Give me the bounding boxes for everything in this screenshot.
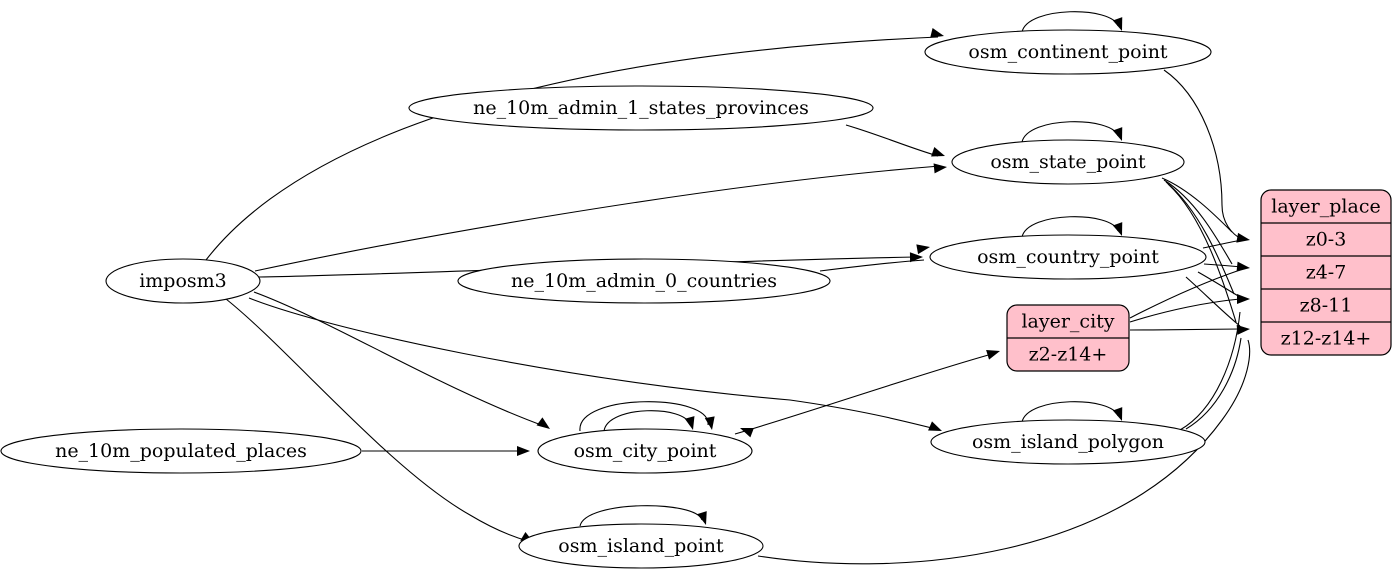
edge-osm_city_point-to-layer_city [734,353,993,435]
self-loop-osm_island_polygon-large [1021,401,1119,423]
node-shape-osm_island_point [518,523,764,569]
edge-osm_state_point-to-layer_place_z8_11 [1165,181,1235,295]
arrowhead-osm_city_point [517,446,530,456]
self-loop-osm_state_point-large [1021,121,1119,143]
nodes-layer: imposm3 ne_10m_admin_1_states_provincesne… [0,29,1212,569]
record-row-label-layer_city-1: z2-z14+ [1029,344,1108,366]
edge-imposm3-to-osm_continent_point [205,36,939,261]
edge-osm_country_point-to-layer_place_z8_11 [1197,271,1241,298]
node-osm_state_point[interactable]: osm_state_point [951,139,1185,185]
node-shape-osm_city_point [537,428,753,474]
self-loop-osm_country_point-large [1021,216,1119,238]
node-osm_country_point[interactable]: osm_country_point [929,234,1207,280]
arrowhead-self-loop-island-pt [697,511,707,525]
edge-ne_10m_admin_1_states_provinces-to-osm_state_point [845,124,939,157]
arrowhead-self-loop-city-small [684,416,695,430]
arrowhead-osm_country_point [916,244,930,255]
node-shape-osm_island_polygon [930,419,1206,465]
self-loop-osm_city_point-small [603,410,691,432]
arrowhead-layer_place_z4_7 [1236,261,1250,272]
arrowhead-osm_city_point [536,417,550,429]
node-ne_10m_populated_places[interactable]: ne_10m_populated_places [0,428,362,474]
record-node-layer_city[interactable]: layer_city z2-z14+ [1006,304,1130,372]
arrowhead-self-loop-island-poly [1112,407,1123,421]
node-shape-osm_country_point [929,234,1207,280]
record-row-label-layer_city-0: layer_city [1021,311,1114,333]
arrowhead-layer_place_z12 [1236,324,1250,335]
node-osm_island_polygon[interactable]: osm_island_polygon [930,419,1206,465]
node-label-ne_10m_admin_1_states_provinces: ne_10m_admin_1_states_provinces [473,97,809,119]
node-label-osm_island_point: osm_island_point [558,535,724,557]
node-label-osm_state_point: osm_state_point [990,151,1146,173]
node-shape-osm_state_point [951,139,1185,185]
node-label-imposm3: imposm3 [139,270,227,292]
arrowhead-self-loop-continent [1112,17,1123,31]
edge-osm_state_point-to-layer_place_z4_7 [1163,179,1233,265]
arrowheads-layer [517,17,1250,543]
arrowhead-layer_place_z0_3 [1236,232,1250,243]
node-shape-imposm3 [105,258,261,304]
edge-osm_country_point-to-layer_place_z4_7 [1203,263,1243,268]
node-osm_island_point[interactable]: osm_island_point [518,523,764,569]
node-ne_10m_admin_1_states_provinces[interactable]: ne_10m_admin_1_states_provinces [408,85,874,131]
node-shape-ne_10m_admin_0_countries [457,258,831,304]
node-osm_city_point[interactable]: osm_city_point [537,428,753,474]
node-label-ne_10m_populated_places: ne_10m_populated_places [55,440,307,462]
self-loop-osm_city_point-large [579,401,709,432]
edge-imposm3-to-osm_island_point [225,298,529,542]
edge-imposm3-to-osm_state_point [254,165,941,272]
edge-osm_state_point-to-layer_place_z0_3 [1161,177,1233,233]
edge-ne_10m_admin_0_countries-to-osm_country_point [819,259,925,272]
arrowhead-osm_state_point [933,163,947,174]
node-shape-osm_continent_point [924,29,1212,75]
arrowhead-osm_island_polygon [928,421,942,431]
arrowhead-self-loop-country [1112,222,1123,236]
node-imposm3[interactable]: imposm3 [105,258,261,304]
arrowhead-osm_city_point [740,427,754,438]
record-row-label-layer_place-4: z12-z14+ [1281,328,1372,350]
edge-layer_city-to-layer_place_z4_7 [1129,269,1241,319]
node-label-osm_island_polygon: osm_island_polygon [972,431,1164,453]
record-box-layer_place [1260,189,1392,356]
self-loop-osm_continent_point-large [1021,11,1119,33]
self-loops-layer [579,11,1119,527]
edge-osm_country_point-to-layer_place_z12 [1185,276,1241,327]
record-row-label-layer_place-3: z8-11 [1300,295,1353,317]
arrowhead-layer_place_z8_11 [1237,294,1250,304]
edge-osm_state_point-to-layer_place_z12 [1167,183,1237,323]
arrowhead-osm_country_point [909,252,923,263]
node-label-ne_10m_admin_0_countries: ne_10m_admin_0_countries [511,270,777,292]
arrowhead-osm_state_point [931,147,945,157]
self-loop-osm_island_point-large [579,505,703,527]
record-nodes-layer: layer_place z0-3 z4-7 z8-11 z12-z14+ layer_ci… [1006,189,1392,372]
node-label-osm_continent_point: osm_continent_point [968,41,1168,63]
edge-layer_city-to-layer_place_z8_11 [1129,298,1241,323]
node-label-osm_country_point: osm_country_point [977,246,1159,268]
node-osm_continent_point[interactable]: osm_continent_point [924,29,1212,75]
node-shape-ne_10m_admin_1_states_provinces [408,85,874,131]
record-node-layer_place[interactable]: layer_place z0-3 z4-7 z8-11 z12-z14+ [1260,189,1392,356]
node-shape-ne_10m_populated_places [0,428,362,474]
record-row-label-layer_place-1: z0-3 [1306,229,1347,251]
edge-layer_city-to-layer_place_z12 [1129,328,1241,331]
arrowhead-layer_city [986,350,1000,360]
edge-imposm3-to-osm_island_polygon [248,297,937,430]
arrowhead-self-loop-city-large [704,416,715,430]
edge-imposm3-to-osm_city_point [253,291,545,427]
edge-osm_island_point-to-layer_place_z12 [757,339,1251,565]
record-row-label-layer_place-0: layer_place [1271,196,1380,218]
record-row-label-layer_place-2: z4-7 [1306,262,1347,284]
node-ne_10m_admin_0_countries[interactable]: ne_10m_admin_0_countries [457,258,831,304]
node-label-osm_city_point: osm_city_point [574,440,717,462]
arrowhead-osm_continent_point [930,28,944,38]
edge-osm_island_polygon-to-layer_place_z12 [1185,337,1242,430]
arrowhead-self-loop-state [1112,127,1123,141]
